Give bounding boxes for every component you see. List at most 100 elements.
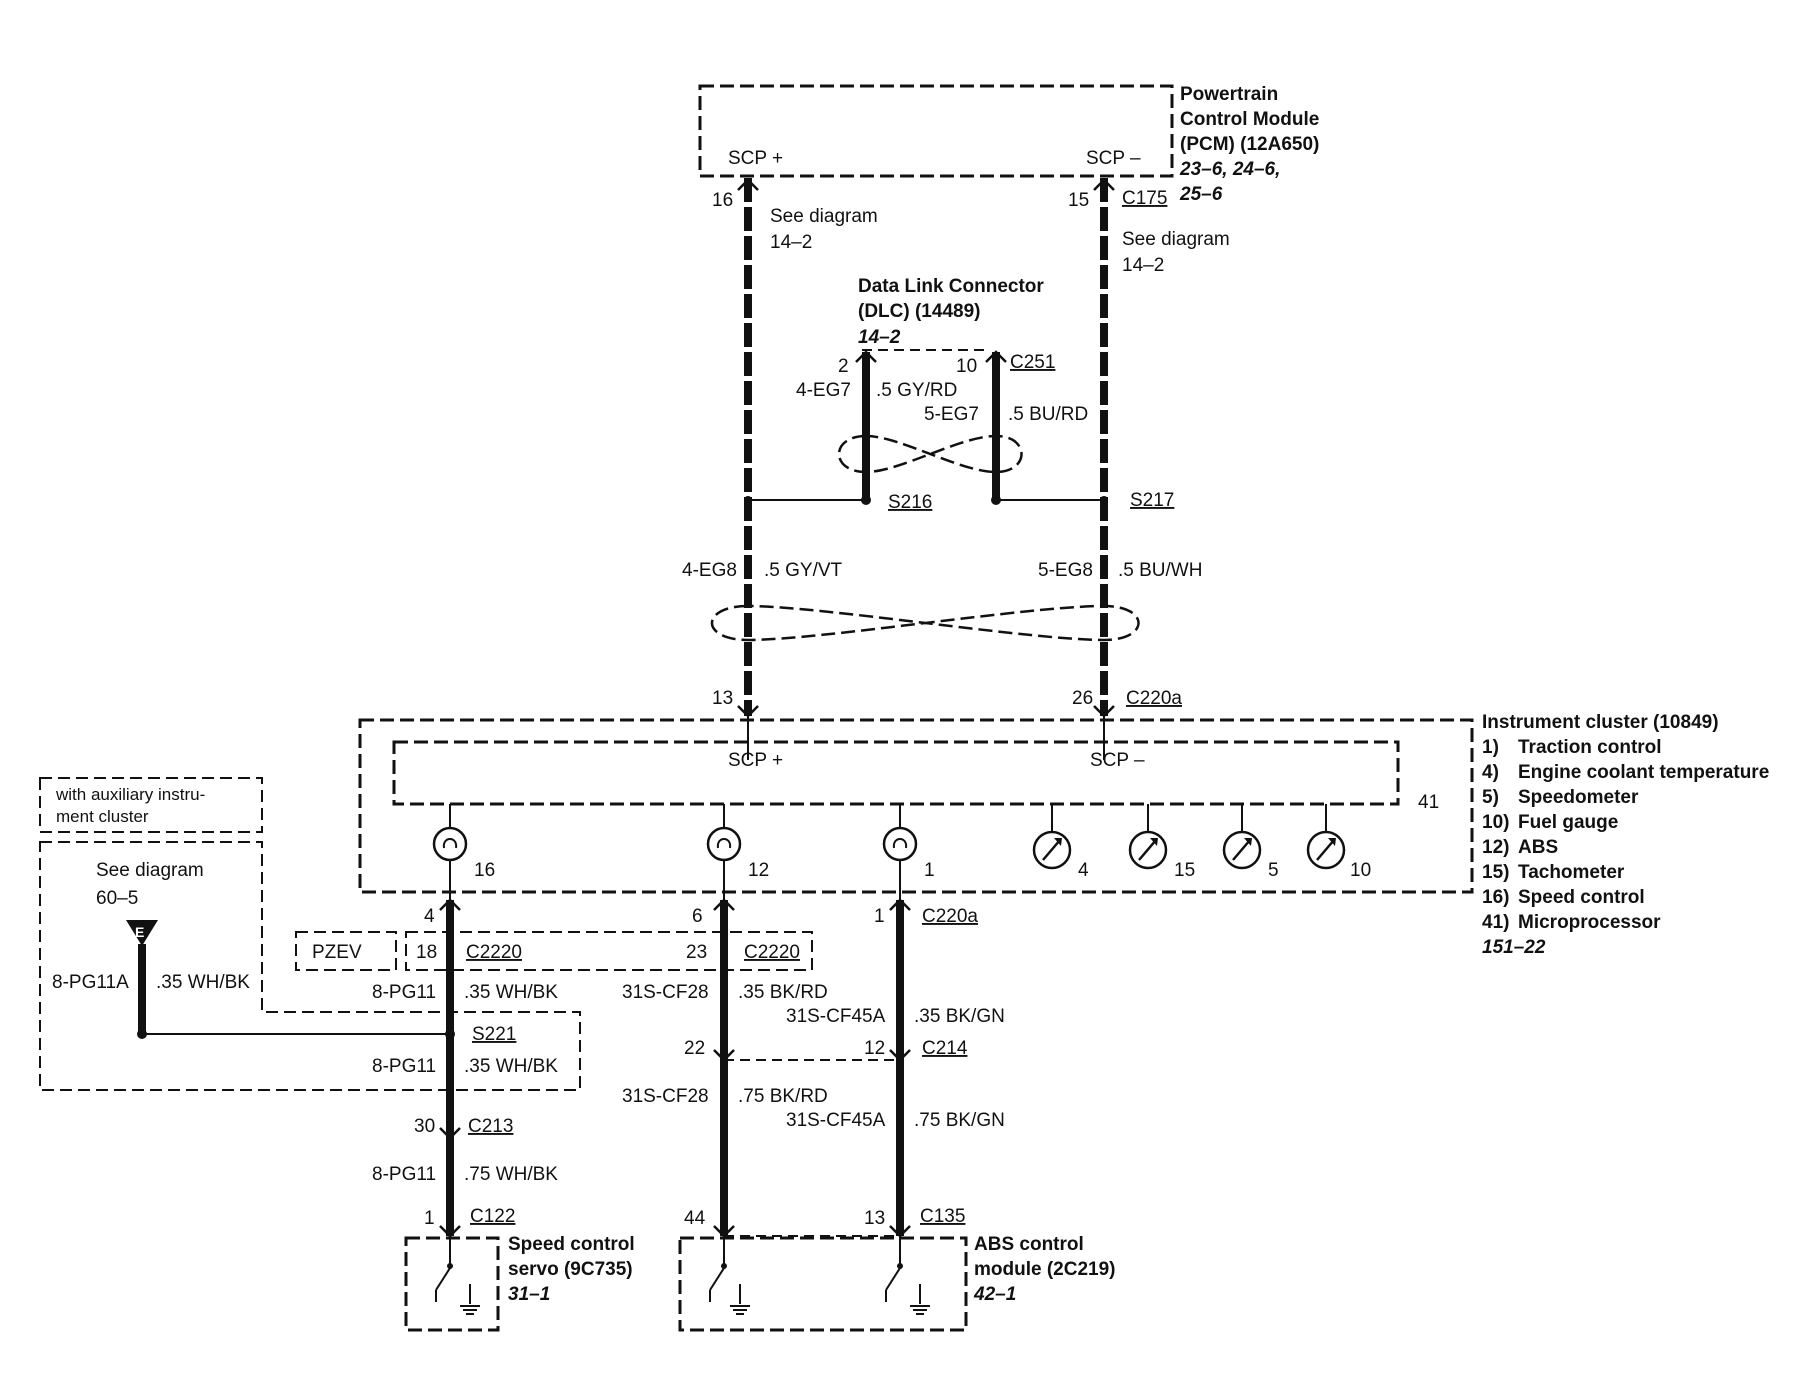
legend-num: 10)	[1482, 812, 1509, 833]
abs-title-1: ABS control	[974, 1234, 1084, 1255]
mid1-circuit: 31S-CF28	[622, 982, 709, 1003]
splice-s217-dot	[991, 495, 1001, 505]
pcm-pin-left: 16	[712, 190, 733, 211]
c2220-name-b: C2220	[744, 942, 800, 963]
bus-left-circuit: 4-EG8	[682, 560, 737, 581]
splice-s217-bus-dot	[1100, 496, 1108, 504]
gauge-label-5: 5	[1268, 860, 1279, 881]
servo-title-1: Speed control	[508, 1234, 635, 1255]
lamp-label-16: 16	[474, 860, 495, 881]
r1-circuit: 31S-CF45A	[786, 1006, 886, 1027]
cluster-scp-minus: SCP –	[1090, 750, 1145, 771]
dlc-wires	[748, 350, 1104, 501]
legend-text: Traction control	[1518, 737, 1662, 758]
splice-s217-label: S217	[1130, 490, 1174, 511]
legend-text: ABS	[1518, 837, 1558, 858]
microprocessor-label: 41	[1418, 792, 1439, 813]
cluster-scp-plus: SCP +	[728, 750, 783, 771]
aux-note-1: with auxiliary instru-	[55, 785, 205, 804]
c213-pin: 30	[414, 1116, 435, 1137]
mid2-gauge: .75 BK/RD	[738, 1086, 828, 1107]
microprocessor-box	[392, 740, 1400, 806]
splice-s216-label: S216	[888, 492, 932, 513]
c220a-lower-pin-c: 1	[874, 906, 885, 927]
ground-e-icon: E	[126, 920, 158, 946]
legend-text: Engine coolant temperature	[1518, 762, 1769, 783]
lower-wires	[439, 860, 911, 1250]
c220a-upper-name: C220a	[1126, 688, 1182, 709]
aux-gauge: .35 WH/BK	[156, 972, 250, 993]
switch-icon	[435, 1250, 453, 1302]
mid2-circuit: 31S-CF28	[622, 1086, 709, 1107]
gauge-icon	[1128, 830, 1168, 870]
legend-num: 41)	[1482, 912, 1509, 933]
cluster-ref: 151–22	[1482, 937, 1546, 958]
c213-name: C213	[468, 1116, 513, 1137]
legend-num: 16)	[1482, 887, 1509, 908]
ground-letter: E	[135, 924, 144, 940]
lamp-label-1: 1	[924, 860, 935, 881]
pzev-box	[295, 931, 397, 971]
c214-pin-b: 12	[864, 1038, 885, 1059]
c135-name: C135	[920, 1206, 965, 1227]
r1-gauge: .35 BK/GN	[914, 1006, 1005, 1027]
legend-num: 5)	[1482, 787, 1499, 808]
dlc-wire-right-circuit: 5-EG7	[924, 404, 979, 425]
legend-text: Tachometer	[1518, 862, 1625, 883]
lamp-icon	[882, 826, 918, 862]
abs-title-2: module (2C219)	[974, 1259, 1115, 1280]
dlc-title-2: (DLC) (14489)	[858, 301, 980, 322]
legend-num: 1)	[1482, 737, 1499, 758]
dlc-pin-left: 2	[838, 356, 849, 377]
aux-see-2: 60–5	[96, 888, 138, 909]
legend-num: 15)	[1482, 862, 1509, 883]
indicator-lamps	[432, 804, 918, 862]
see-diagram-left-1: See diagram	[770, 206, 878, 227]
cluster-gauges	[1032, 804, 1346, 870]
pzev-label: PZEV	[312, 942, 362, 963]
pcm-title-1: Powertrain	[1180, 84, 1278, 105]
dlc-pin-right: 10	[956, 356, 977, 377]
r2-circuit: 31S-CF45A	[786, 1110, 886, 1131]
abs-box	[678, 1236, 968, 1332]
bus-right-gauge: .5 BU/WH	[1118, 560, 1202, 581]
pcm-connector: C175	[1122, 188, 1167, 209]
splice-s216-dot	[861, 495, 871, 505]
aux-note-2: ment cluster	[56, 807, 149, 826]
legend-text: Speed control	[1518, 887, 1645, 908]
dlc-wire-left-gauge: .5 GY/RD	[876, 380, 957, 401]
ground-icon	[730, 1284, 750, 1315]
bus-twist	[710, 604, 1140, 642]
aux-wire-dot	[137, 1029, 147, 1039]
wire3-circuit: 8-PG11	[372, 1164, 436, 1185]
cluster-box	[358, 718, 1474, 894]
aux-cluster-box	[39, 841, 581, 1091]
see-diagram-right-2: 14–2	[1122, 255, 1164, 276]
dlc-title-1: Data Link Connector	[858, 276, 1044, 297]
legend-text: Microprocessor	[1518, 912, 1661, 933]
abs-ref: 42–1	[973, 1284, 1016, 1305]
ground-icon	[910, 1284, 930, 1315]
c220a-lower-name: C220a	[922, 906, 978, 927]
wire1-circuit: 8-PG11	[372, 982, 436, 1003]
gauge-icon	[1032, 830, 1072, 870]
wire2-gauge: .35 WH/BK	[464, 1056, 558, 1077]
pcm-scp-plus: SCP +	[728, 148, 783, 169]
splice-s221-dot	[445, 1029, 455, 1039]
gauge-label-4: 4	[1078, 860, 1089, 881]
legend-text: Speedometer	[1518, 787, 1639, 808]
c2220-name-a: C2220	[466, 942, 522, 963]
mid1-gauge: .35 BK/RD	[738, 982, 828, 1003]
dlc-wire-right-gauge: .5 BU/RD	[1008, 404, 1088, 425]
gauge-label-15: 15	[1174, 860, 1195, 881]
gauge-icon	[1222, 830, 1262, 870]
pcm-title-2: Control Module	[1180, 109, 1319, 130]
splice-s216-bus-dot	[744, 496, 752, 504]
c2220-pin-a: 18	[416, 942, 437, 963]
c220a-pin-right: 26	[1072, 688, 1093, 709]
see-diagram-right-1: See diagram	[1122, 229, 1230, 250]
bus-left-gauge: .5 GY/VT	[764, 560, 843, 581]
c220a-pin-left: 13	[712, 688, 733, 709]
wire1-gauge: .35 WH/BK	[464, 982, 558, 1003]
dlc-connector: C251	[1010, 352, 1055, 373]
